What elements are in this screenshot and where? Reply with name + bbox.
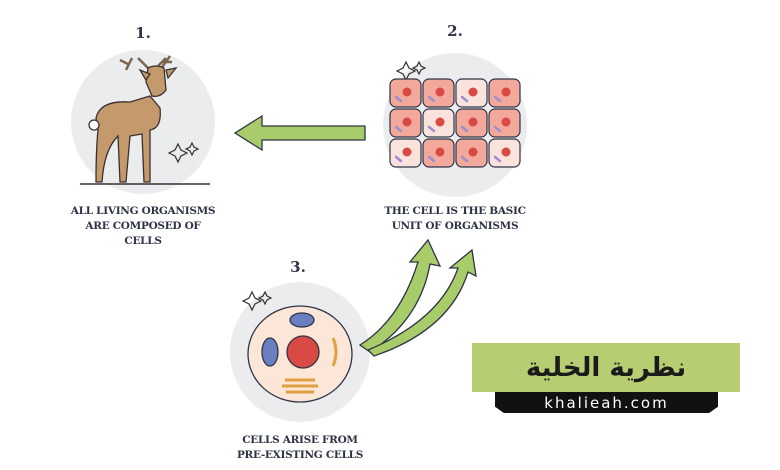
label-line: UNIT OF ORGANISMS (391, 220, 519, 232)
label-line: CELLS ARISE FROM (242, 434, 358, 446)
deer-icon (80, 55, 210, 185)
nucleus (468, 87, 478, 97)
nucleus (402, 147, 412, 157)
organelle (460, 95, 469, 103)
label-line: ALL LIVING ORGANISMS (70, 205, 216, 217)
nucleus (435, 87, 445, 97)
nucleus (501, 87, 511, 97)
nucleus (468, 117, 478, 127)
label-line: CELLS (124, 235, 162, 247)
organelle (427, 155, 436, 163)
arrow-up-curved-icon (366, 248, 477, 357)
nucleus (501, 117, 511, 127)
site-label: khalieah.com (495, 392, 718, 413)
tissue-cells-icon (389, 78, 521, 168)
step-label: CELLS ARISE FROM PRE-EXISTING CELLS (210, 433, 390, 463)
organelle (394, 155, 403, 163)
arrow-up-curved-icon (358, 238, 442, 353)
nucleus (402, 117, 412, 127)
organelle (394, 95, 403, 103)
label-line: ARE COMPOSED OF (85, 220, 201, 232)
organelle (493, 125, 502, 133)
nucleus (435, 117, 445, 127)
nucleus (435, 147, 445, 157)
organelle (493, 155, 502, 163)
cell-icon (247, 305, 353, 403)
organelle (493, 95, 502, 103)
step-label: ALL LIVING ORGANISMS ARE COMPOSED OF CEL… (53, 204, 233, 249)
nucleus (468, 147, 478, 157)
step-label: THE CELL IS THE BASIC UNIT OF ORGANISMS (365, 204, 545, 234)
organelle (460, 125, 469, 133)
organelle (394, 125, 403, 133)
label-line: PRE-EXISTING CELLS (236, 449, 364, 461)
nucleus (501, 147, 511, 157)
step-number: 1. (135, 24, 151, 42)
step-number: 3. (290, 258, 306, 276)
arrow-left-icon (233, 114, 366, 152)
nucleus (402, 87, 412, 97)
title-banner: نظرية الخلية (472, 343, 740, 392)
label-line: THE CELL IS THE BASIC (384, 205, 526, 217)
sparkle-icon (167, 60, 427, 312)
step-number: 2. (447, 22, 463, 40)
organelle (427, 95, 436, 103)
organelle (460, 155, 469, 163)
organelle (427, 125, 436, 133)
